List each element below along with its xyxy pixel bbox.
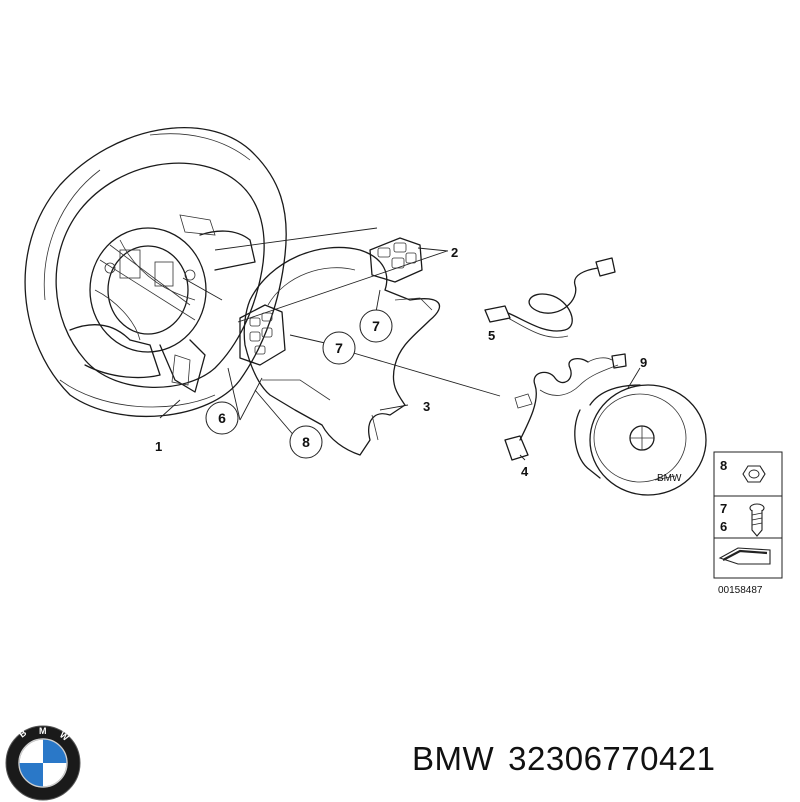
brand-name: BMW <box>412 740 495 777</box>
callout-circle-7b <box>322 331 356 365</box>
callout-9: 9 <box>640 355 647 370</box>
svg-text:B: B <box>17 727 29 739</box>
legend-label-8: 8 <box>720 458 727 473</box>
airbag-logo-text: BMW <box>657 473 682 484</box>
multifunction-switch-left <box>239 304 286 366</box>
hex-nut-icon <box>742 465 766 483</box>
wiring-harness-part-5 <box>484 257 616 338</box>
steering-wheel-part-1 <box>24 127 287 418</box>
callout-2: 2 <box>451 245 458 260</box>
callout-1: 1 <box>155 439 162 454</box>
trim-cover-part-3 <box>243 246 441 456</box>
callout-7a: 7 <box>372 318 380 334</box>
bmw-logo-icon: B M W <box>5 725 81 801</box>
callout-5: 5 <box>488 328 495 343</box>
part-caption: BMW 32306770421 <box>412 740 730 778</box>
airbag-cable-part-4 <box>504 353 627 461</box>
fasteners-legend: 8 7 6 00158487 <box>713 451 783 596</box>
callout-3: 3 <box>423 399 430 414</box>
callouts: 1 2 3 4 5 9 6 7 7 8 <box>155 245 647 479</box>
screw-icon <box>749 503 765 537</box>
svg-text:M: M <box>39 726 47 736</box>
callout-8: 8 <box>302 434 310 450</box>
airbag-module-part-9: BMW <box>574 384 707 496</box>
callout-6: 6 <box>218 410 226 426</box>
callout-circle-7a <box>359 309 393 343</box>
callout-circle-6 <box>205 401 239 435</box>
reference-number: 00158487 <box>718 585 763 596</box>
leader-lines <box>159 227 641 461</box>
callout-4: 4 <box>521 464 529 479</box>
legend-label-7: 7 <box>720 501 727 516</box>
callout-circle-8 <box>289 425 323 459</box>
part-number: 32306770421 <box>508 740 716 777</box>
callout-7b: 7 <box>335 340 343 356</box>
direction-arrow-icon <box>718 547 771 565</box>
legend-label-6: 6 <box>720 519 727 534</box>
